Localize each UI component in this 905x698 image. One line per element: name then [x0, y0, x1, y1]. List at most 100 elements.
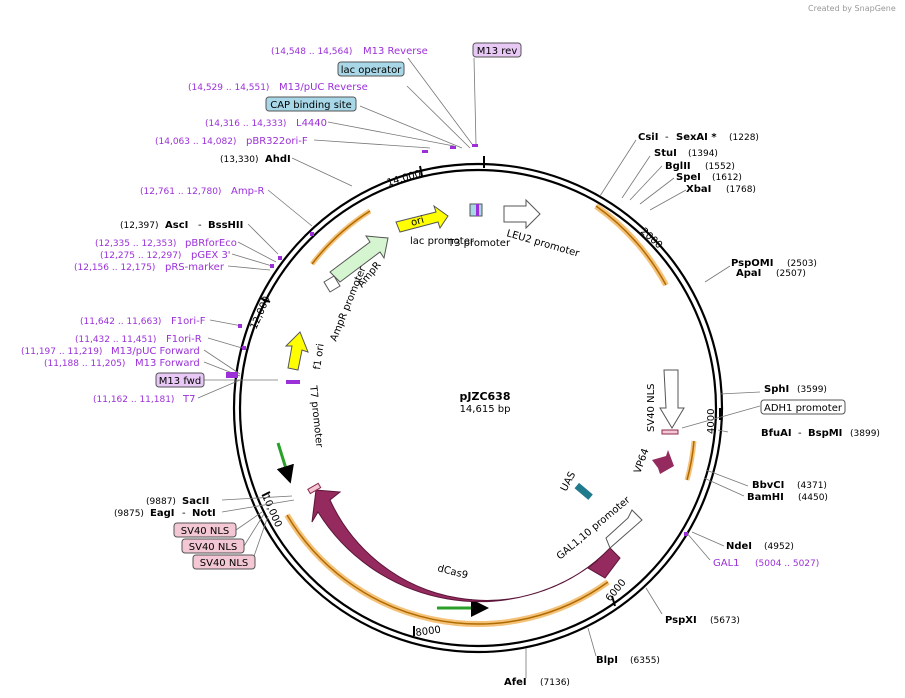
orange-feature-arcs [276, 203, 697, 627]
ampr-promoter-mark[interactable] [323, 275, 341, 293]
primer-ampr[interactable]: Amp-R [231, 186, 265, 197]
enzyme-csii[interactable]: CsiI [638, 132, 658, 143]
enzyme-bfuai-pos: (3899) [850, 429, 880, 439]
primer-prsmarker[interactable]: pRS-marker [165, 262, 225, 273]
box-sv40-1[interactable]: SV40 NLS [181, 526, 230, 537]
enzyme-noti[interactable]: NotI [192, 508, 216, 519]
primer-pgex[interactable]: pGEX 3' [191, 250, 231, 261]
primer-t7[interactable]: T7 [182, 394, 195, 405]
enzyme-csii-dash: - [665, 132, 669, 143]
enzyme-apai-pos: (2507) [776, 269, 806, 279]
enzyme-bfuai[interactable]: BfuAI [761, 428, 792, 439]
boxed-labels: M13 rev lac operator CAP binding site M1… [155, 42, 846, 570]
box-m13-rev[interactable]: M13 rev [477, 46, 518, 57]
plasmid-name: pJZC638 [460, 390, 511, 403]
uas-site[interactable] [574, 482, 593, 500]
primer-pgex-range: (12,275 .. 12,297) [100, 251, 181, 261]
enzyme-bglii-pos: (1552) [705, 162, 735, 172]
box-lac-operator[interactable]: lac operator [341, 65, 402, 76]
primer-pbr322[interactable]: pBR322ori-F [246, 136, 308, 147]
enzyme-eagi[interactable]: EagI [150, 508, 174, 519]
enzyme-asci-pos: (12,397) [120, 221, 159, 231]
enzyme-eagi-pos: (9875) [114, 509, 144, 519]
enzyme-bamhi-pos: (4450) [798, 493, 828, 503]
primer-l4440[interactable]: L4440 [296, 118, 327, 129]
enzyme-eagi-dash: - [182, 508, 186, 519]
leader-lines [197, 57, 761, 678]
enzyme-afei-pos: (7136) [540, 678, 570, 688]
sv40-nls-mark [661, 429, 679, 435]
primer-f1orir-range: (11,432 .. 11,451) [75, 335, 156, 345]
plasmid-size: 14,615 bp [460, 404, 511, 415]
primer-m13fwd-range: (11,188 .. 11,205) [44, 359, 125, 369]
box-m13-fwd[interactable]: M13 fwd [159, 376, 201, 387]
enzyme-afei[interactable]: AfeI [504, 677, 527, 688]
enzyme-sphi-pos: (3599) [797, 385, 827, 395]
enzyme-pspxi-pos: (5673) [710, 616, 740, 626]
primer-prsmarker-range: (12,156 .. 12,175) [74, 263, 155, 273]
primer-m13fwd[interactable]: M13 Forward [135, 358, 200, 369]
enzyme-bspmi[interactable]: BspMI [808, 428, 842, 439]
f1-ori-arrow[interactable] [284, 331, 309, 371]
dcas9-arrow[interactable] [311, 489, 621, 603]
box-sv40-3[interactable]: SV40 NLS [200, 558, 249, 569]
feature-t7-label: T7 promoter [307, 384, 325, 449]
enzyme-labels-left: (13,330) AhdI (12,397) AscI - BssHII (98… [114, 154, 291, 519]
enzyme-ndei-pos: (4952) [764, 542, 794, 552]
primer-gal1[interactable]: GAL1 [713, 558, 740, 569]
vp64-arrow[interactable] [652, 450, 674, 474]
tick-8000: 8000 [415, 625, 442, 639]
enzyme-apai[interactable]: ApaI [736, 268, 761, 279]
t7-mark [286, 380, 300, 384]
gal1-10-promoter-arrow[interactable] [605, 509, 643, 549]
primer-pbrforeco[interactable]: pBRforEco [185, 238, 237, 249]
m13-site-mark [476, 204, 479, 216]
primer-m13puc-fwd[interactable]: M13/pUC Forward [111, 346, 200, 357]
feature-f1ori-label: f1 ori [312, 343, 327, 370]
feature-vp64-label: VP64 [632, 447, 651, 475]
enzyme-bsshii[interactable]: BssHII [208, 220, 243, 231]
ampr-arrow[interactable] [329, 235, 389, 283]
ori-arrow[interactable] [395, 204, 449, 233]
primer-pbrforeco-range: (12,335 .. 12,353) [95, 239, 176, 249]
enzyme-sexai[interactable]: SexAI * [676, 132, 717, 143]
enzyme-blpi[interactable]: BlpI [596, 655, 618, 666]
primer-m13puc-fwd-range: (11,197 .. 11,219) [21, 347, 102, 357]
enzyme-bfuai-dash: - [798, 428, 802, 439]
backbone-outer [232, 162, 724, 654]
enzyme-ahdi[interactable]: AhdI [265, 154, 291, 165]
enzyme-sacii[interactable]: SacII [182, 496, 209, 507]
enzyme-csii-pos: (1228) [729, 133, 759, 143]
primer-m13puc-rev[interactable]: M13/pUC Reverse [279, 82, 368, 93]
feature-sv40-label: SV40 NLS [646, 384, 657, 433]
leu2-promoter-arrow[interactable] [503, 198, 541, 230]
primer-f1orir[interactable]: F1ori-R [166, 334, 202, 345]
feature-ori-label: ori [410, 215, 426, 229]
primer-site-marks [226, 144, 688, 536]
primer-m13rev-range: (14,548 .. 14,564) [271, 47, 352, 57]
box-cap-site[interactable]: CAP binding site [270, 100, 352, 111]
primer-m13rev[interactable]: M13 Reverse [363, 46, 428, 57]
enzyme-pspomi[interactable]: PspOMI [731, 258, 773, 269]
enzyme-stui[interactable]: StuI [654, 148, 677, 159]
enzyme-bbvci[interactable]: BbvCI [752, 480, 784, 491]
enzyme-ndei[interactable]: NdeI [726, 541, 752, 552]
enzyme-asci[interactable]: AscI [165, 220, 188, 231]
enzyme-spei[interactable]: SpeI [676, 172, 701, 183]
enzyme-stui-pos: (1394) [688, 149, 718, 159]
feature-leu2-label: LEU2 promoter [505, 228, 581, 260]
feature-uas-label: UAS [559, 470, 578, 493]
enzyme-bamhi[interactable]: BamHI [747, 492, 784, 503]
enzyme-xbai[interactable]: XbaI [686, 184, 711, 195]
enzyme-bglii[interactable]: BglII [665, 161, 691, 172]
sv40-nls-arrow[interactable] [659, 369, 685, 429]
enzyme-pspomi-pos: (2503) [787, 259, 817, 269]
enzyme-xbai-pos: (1768) [726, 185, 756, 195]
primer-f1orif[interactable]: F1ori-F [171, 316, 206, 327]
box-sv40-2[interactable]: SV40 NLS [189, 542, 238, 553]
primer-f1orif-range: (11,642 .. 11,663) [80, 317, 161, 327]
box-adh1[interactable]: ADH1 promoter [764, 403, 843, 414]
enzyme-pspxi[interactable]: PspXI [665, 615, 697, 626]
enzyme-sphi[interactable]: SphI [764, 384, 789, 395]
